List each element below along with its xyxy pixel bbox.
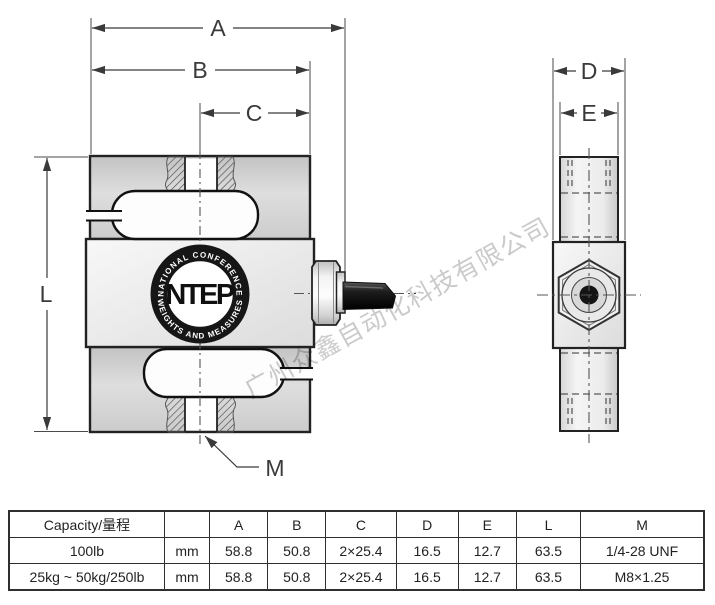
extension-lines-side <box>552 58 626 240</box>
dim-m-label: M <box>265 455 284 481</box>
col-header-d: D <box>395 510 459 538</box>
cell-m: 1/4-28 UNF <box>580 537 705 564</box>
dim-l: L <box>40 158 53 430</box>
cell-l: 63.5 <box>515 563 582 591</box>
table-row: 100lb mm 58.8 50.8 2×25.4 16.5 12.7 63.5… <box>8 537 705 564</box>
cell-b: 50.8 <box>267 563 327 591</box>
cell-m: M8×1.25 <box>580 563 705 591</box>
dim-d: D <box>554 58 624 84</box>
front-view: A B C L <box>34 15 416 481</box>
bottom-thread-hole <box>164 396 237 433</box>
dim-l-label: L <box>40 281 53 307</box>
col-header-capacity: Capacity/量程 <box>8 510 165 538</box>
dim-c: C <box>201 100 309 126</box>
dim-c-label: C <box>246 100 263 126</box>
cell-capacity: 25kg ~ 50kg/250lb <box>8 563 165 591</box>
dim-m: M <box>204 435 285 481</box>
dim-b: B <box>92 57 309 83</box>
col-header-a: A <box>209 510 269 538</box>
table-row: 25kg ~ 50kg/250lb mm 58.8 50.8 2×25.4 16… <box>8 563 705 591</box>
col-header-b: B <box>267 510 327 538</box>
table-header-row: Capacity/量程 A B C D E L M <box>8 510 705 538</box>
col-header-m: M <box>580 510 705 538</box>
cell-a: 58.8 <box>209 537 269 564</box>
cable-gland <box>311 260 346 326</box>
col-header-c: C <box>325 510 397 538</box>
cell-unit: mm <box>163 537 211 564</box>
technical-drawing: A B C L <box>34 15 641 481</box>
cell-e: 12.7 <box>457 563 517 591</box>
top-slot <box>86 189 260 241</box>
dim-a-label: A <box>210 15 226 41</box>
spec-table: Capacity/量程 A B C D E L M 100lb mm 58.8 … <box>8 510 705 591</box>
dim-a: A <box>92 15 344 41</box>
cell-l: 63.5 <box>515 537 582 564</box>
cell-unit: mm <box>163 563 211 591</box>
cable <box>342 281 397 311</box>
cell-d: 16.5 <box>395 537 459 564</box>
col-header-l: L <box>515 510 582 538</box>
side-view: D E <box>537 58 641 443</box>
logo-inner-circle <box>166 260 234 328</box>
cell-d: 16.5 <box>395 563 459 591</box>
dim-b-label: B <box>192 57 207 83</box>
bottom-slot <box>142 347 313 399</box>
cell-c: 2×25.4 <box>325 563 397 591</box>
cell-a: 58.8 <box>209 563 269 591</box>
extension-lines-front <box>34 18 346 432</box>
cell-e: 12.7 <box>457 537 517 564</box>
col-header-unit <box>163 510 211 538</box>
dim-d-label: D <box>581 58 598 84</box>
logo-center-text: NTEP <box>165 279 235 311</box>
cell-b: 50.8 <box>267 537 327 564</box>
dim-e-label: E <box>581 100 596 126</box>
col-header-e: E <box>457 510 517 538</box>
ntep-logo: · NATIONAL CONFERENCE · WEIGHTS AND MEAS… <box>150 244 250 344</box>
cell-c: 2×25.4 <box>325 537 397 564</box>
cell-capacity: 100lb <box>8 537 165 564</box>
dim-e: E <box>561 100 617 126</box>
